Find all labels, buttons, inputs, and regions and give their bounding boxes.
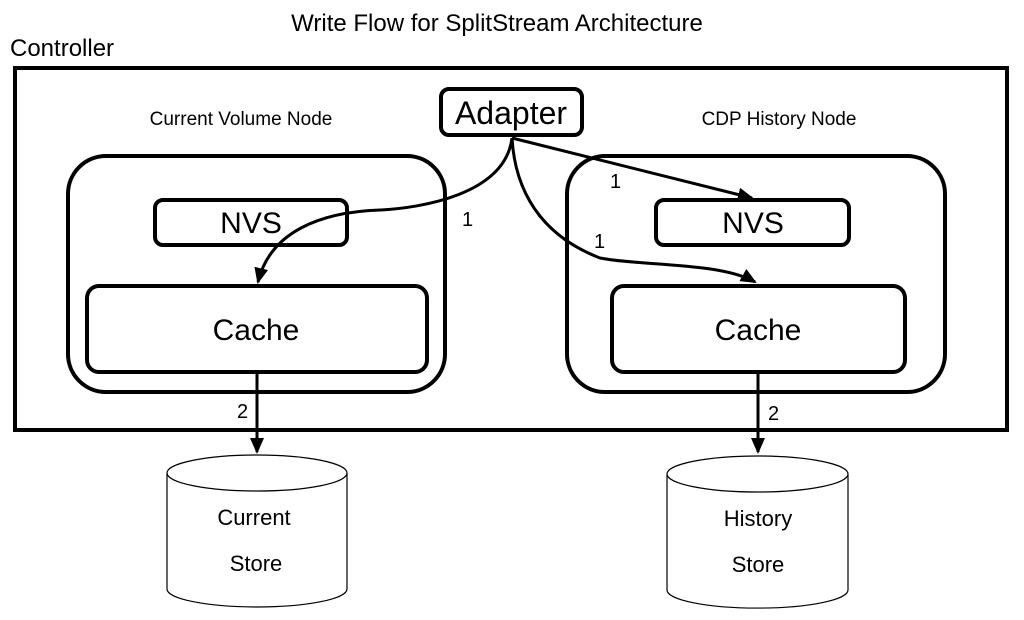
controller-label: Controller [10, 35, 114, 62]
current-store-cylinder [166, 454, 348, 608]
current-nvs-label: NVS [220, 207, 282, 240]
edge-label-2-current: 2 [237, 401, 248, 423]
current-cache-label: Cache [213, 314, 300, 347]
edge-label-2-history: 2 [768, 403, 779, 425]
history-cache-label: Cache [715, 314, 802, 347]
edge-adapter-to-current-cache [254, 137, 514, 284]
controller-box [13, 66, 1009, 432]
history-nvs-label: NVS [722, 207, 784, 240]
history-store-label-line1: History [724, 506, 792, 531]
cdp-history-node [565, 154, 947, 394]
history-store-cylinder [666, 455, 849, 609]
current-volume-node-label: Current Volume Node [150, 109, 333, 130]
edge-adapter-to-history-nvs [511, 136, 754, 202]
edge-adapter-to-history-cache [510, 137, 757, 284]
current-nvs-box [153, 198, 349, 247]
edge-label-1-current: 1 [462, 209, 473, 231]
edge-label-1-history-cache: 1 [594, 231, 605, 253]
edge-label-1-history-nvs: 1 [610, 171, 621, 193]
diagram-title: Write Flow for SplitStream Architecture [291, 10, 703, 37]
cdp-history-node-label: CDP History Node [702, 109, 857, 130]
current-store-label-line2: Store [230, 551, 283, 576]
current-cache-box [85, 284, 429, 374]
adapter-label: Adapter [455, 95, 567, 131]
adapter-box [439, 87, 584, 137]
history-store-label-line2: Store [732, 552, 785, 577]
history-cache-box [610, 284, 907, 374]
current-store-label-line1: Current [217, 505, 290, 530]
